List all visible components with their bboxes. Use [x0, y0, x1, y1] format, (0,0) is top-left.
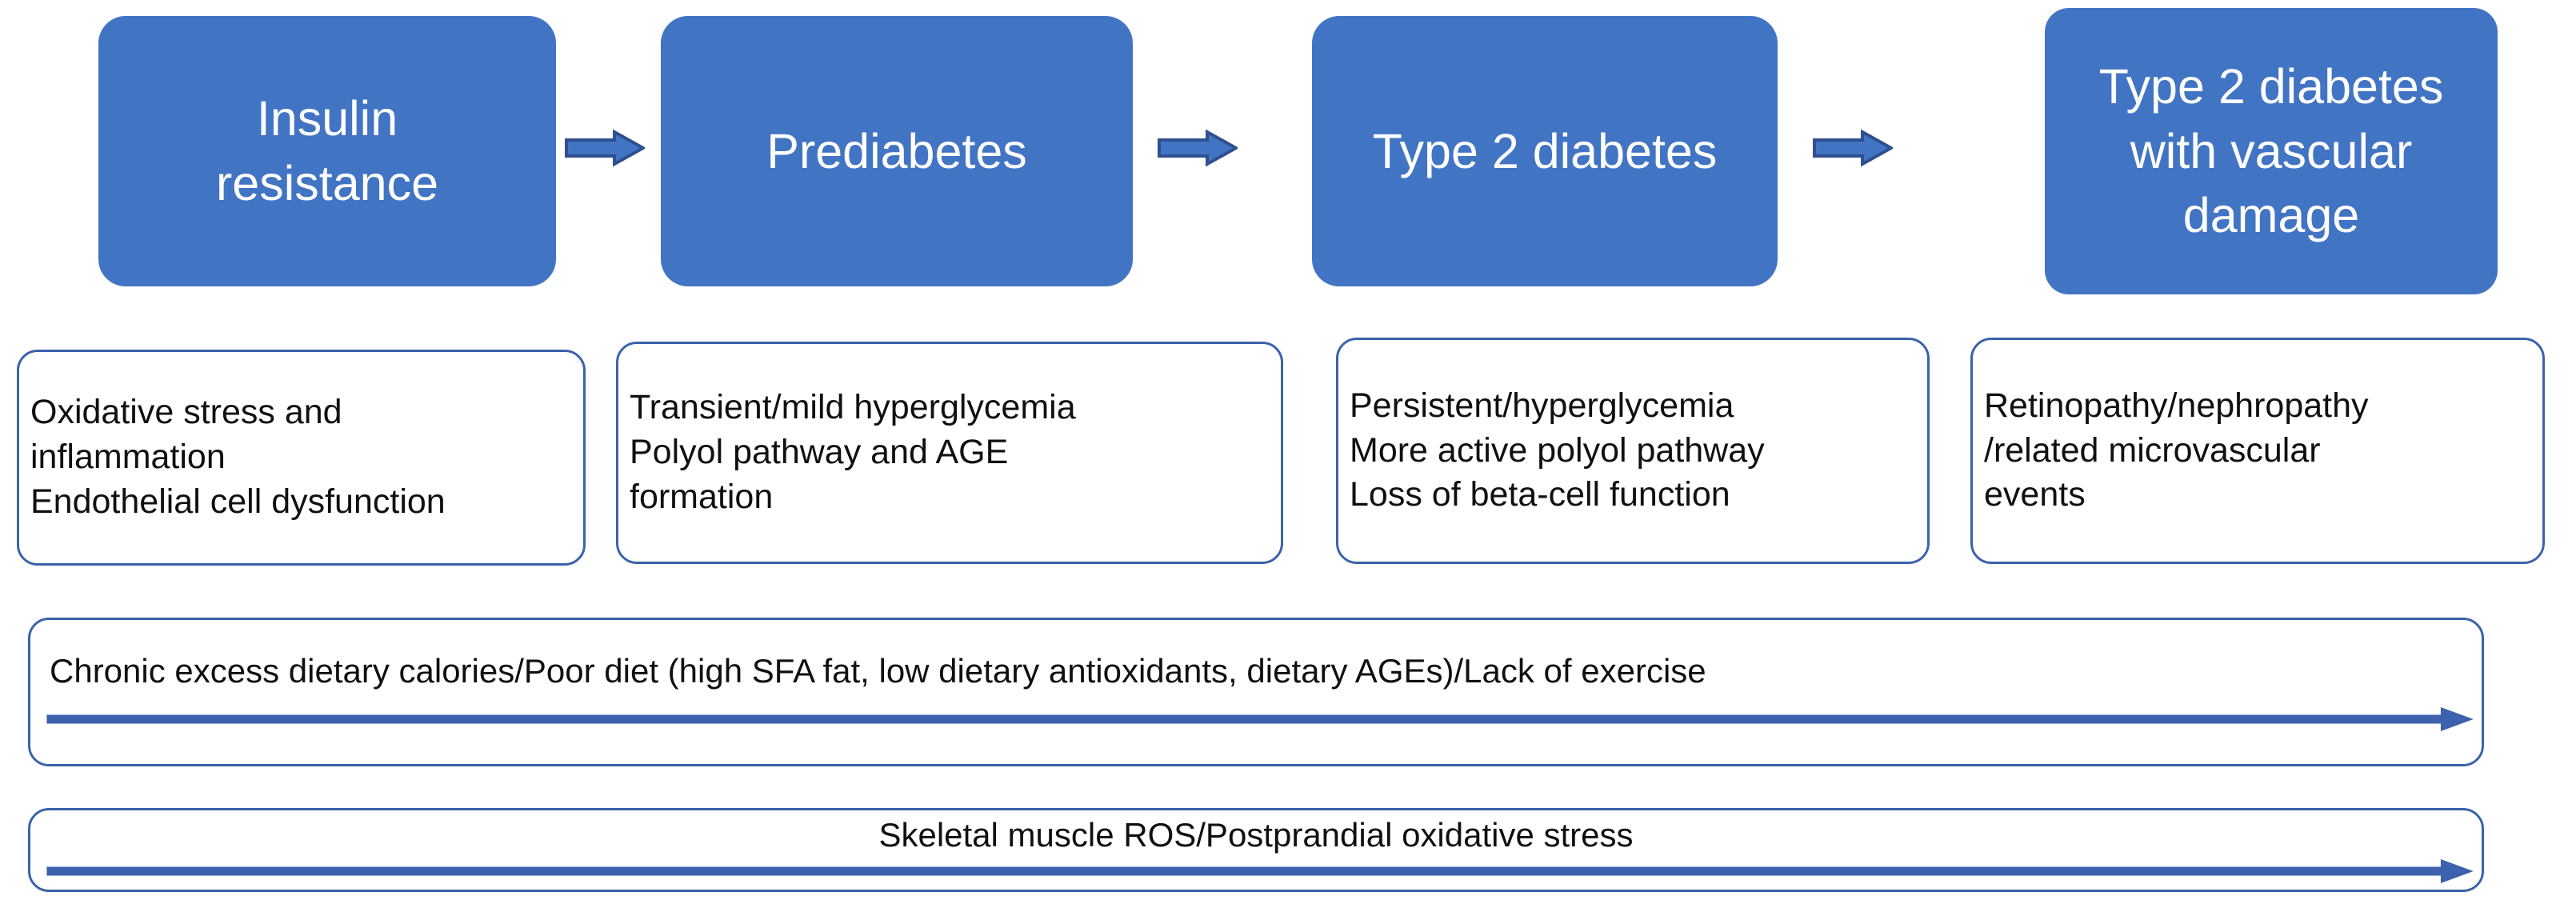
- detail-line: Retinopathy/nephropathy: [1984, 386, 2369, 425]
- detail-box-prediabetes: Transient/mild hyperglycemia Polyol path…: [616, 342, 1283, 564]
- stage-box-prediabetes: Prediabetes: [661, 16, 1133, 286]
- detail-box-vascular-damage: Retinopathy/nephropathy /related microva…: [1970, 338, 2545, 564]
- stage-box-insulin-resistance: Insulin resistance: [98, 16, 556, 286]
- detail-line: Polyol pathway and AGE: [630, 433, 1009, 472]
- detail-box-insulin-resistance: Oxidative stress and inflammation Endoth…: [17, 350, 586, 566]
- detail-line: Transient/mild hyperglycemia: [630, 388, 1076, 427]
- detail-box-type-2-diabetes: Persistent/hyperglycemia More active pol…: [1336, 338, 1930, 564]
- detail-line: Persistent/hyperglycemia: [1350, 386, 1734, 425]
- detail-line: More active polyol pathway: [1350, 430, 1765, 470]
- stage-label-line: with vascular: [2130, 123, 2413, 178]
- detail-line: Loss of beta-cell function: [1350, 475, 1730, 514]
- stage-box-type-2-diabetes-vascular: Type 2 diabetes with vascular damage: [2045, 8, 2498, 294]
- band-box-oxidative-stress: Skeletal muscle ROS/Postprandial oxidati…: [28, 808, 2484, 892]
- arrow-3-icon: [1813, 130, 1893, 166]
- arrow-1-icon: [565, 130, 645, 166]
- arrow-2-icon: [1158, 130, 1238, 166]
- stage-label: Type 2 diabetes: [1372, 123, 1718, 178]
- stage-label-line: Type 2 diabetes: [2098, 59, 2444, 114]
- band-label: Chronic excess dietary calories/Poor die…: [50, 651, 1706, 690]
- detail-line: Oxidative stress and: [30, 393, 342, 432]
- detail-line: /related microvascular: [1984, 430, 2321, 470]
- long-right-arrow-icon: [30, 858, 2482, 883]
- detail-line: formation: [630, 477, 774, 516]
- stage-label-line: resistance: [215, 156, 438, 210]
- stage-label-line: Insulin: [256, 91, 398, 146]
- stage-box-type-2-diabetes: Type 2 diabetes: [1312, 16, 1778, 286]
- detail-line: inflammation: [30, 438, 226, 477]
- detail-line: events: [1984, 475, 2086, 514]
- long-right-arrow-icon: [30, 707, 2482, 732]
- detail-line: Endothelial cell dysfunction: [30, 482, 446, 521]
- stage-label: Insulin resistance: [113, 86, 542, 215]
- stage-label: Prediabetes: [766, 123, 1027, 178]
- band-box-diet-exercise: Chronic excess dietary calories/Poor die…: [28, 618, 2484, 766]
- stage-label-line: damage: [2182, 188, 2360, 243]
- stage-label: Type 2 diabetes with vascular damage: [2059, 54, 2483, 248]
- band-label: Skeletal muscle ROS/Postprandial oxidati…: [878, 816, 1634, 854]
